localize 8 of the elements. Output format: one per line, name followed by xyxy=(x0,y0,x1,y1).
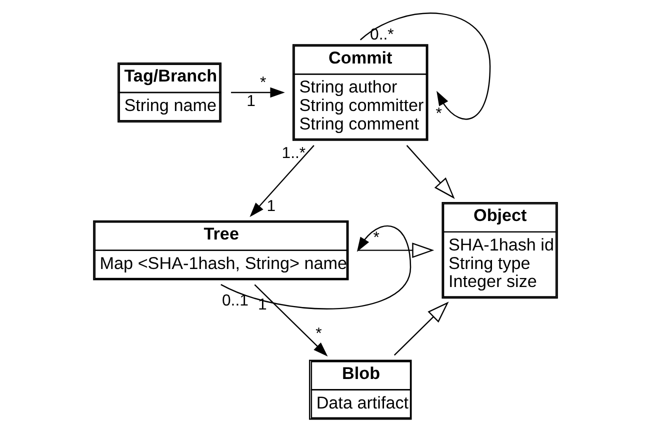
label: * xyxy=(260,74,266,92)
label: * xyxy=(316,326,322,343)
label: 0..1 xyxy=(222,292,248,310)
label: 1 xyxy=(246,92,256,110)
label: * xyxy=(436,106,442,123)
label: * xyxy=(373,229,380,246)
label: 1 xyxy=(266,198,276,216)
label: 1..* xyxy=(282,145,306,162)
